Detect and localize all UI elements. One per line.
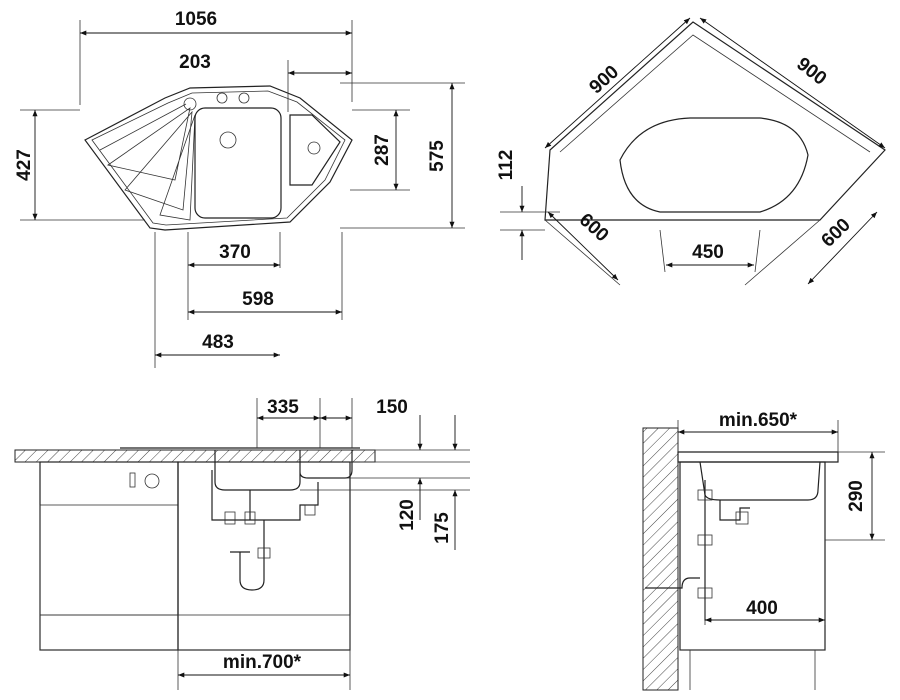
dim-290: 290 [846, 480, 867, 512]
dim-min-650: min.650* [719, 410, 798, 431]
dim-175: 175 [432, 512, 453, 544]
tap-hole-icon [238, 92, 250, 104]
dim-112: 112 [496, 150, 517, 181]
dim-203: 203 [179, 52, 211, 73]
drainboard-ribs [99, 103, 196, 221]
dim-483: 483 [202, 332, 234, 353]
dim-598: 598 [242, 289, 274, 310]
dim-120: 120 [397, 499, 418, 531]
tap-hole-icon [216, 92, 228, 104]
wall [642, 427, 679, 691]
small-bowl [289, 114, 341, 186]
sink-top-view: 1056 203 427 287 575 370 598 483 [14, 9, 465, 368]
corner-plan-view: 900 900 112 600 600 450 [496, 17, 886, 286]
appliance-knob-icon [144, 473, 160, 489]
sink-outline [84, 85, 353, 231]
front-section-view: 335 150 120 175 min.700* [14, 397, 470, 690]
cabinet-left [39, 461, 179, 651]
drain-pipe [211, 470, 319, 591]
sink-cutout [619, 117, 809, 213]
dim-600-right: 600 [817, 214, 854, 251]
dim-287: 287 [372, 134, 393, 166]
dim-900-right: 900 [792, 54, 830, 90]
dim-min-700: min.700* [223, 652, 302, 673]
dim-150: 150 [376, 397, 408, 418]
dim-900-left: 900 [586, 62, 624, 99]
countertop [14, 449, 376, 463]
dim-400: 400 [746, 598, 778, 619]
main-bowl [194, 107, 282, 219]
dim-575: 575 [427, 140, 448, 172]
dim-335: 335 [267, 397, 299, 418]
dim-1056: 1056 [175, 9, 217, 30]
dim-427: 427 [14, 149, 35, 181]
side-section-view: min.650* 290 400 [642, 410, 885, 691]
dim-600-left: 600 [575, 210, 613, 247]
dim-450: 450 [692, 242, 724, 263]
dim-370: 370 [219, 242, 251, 263]
